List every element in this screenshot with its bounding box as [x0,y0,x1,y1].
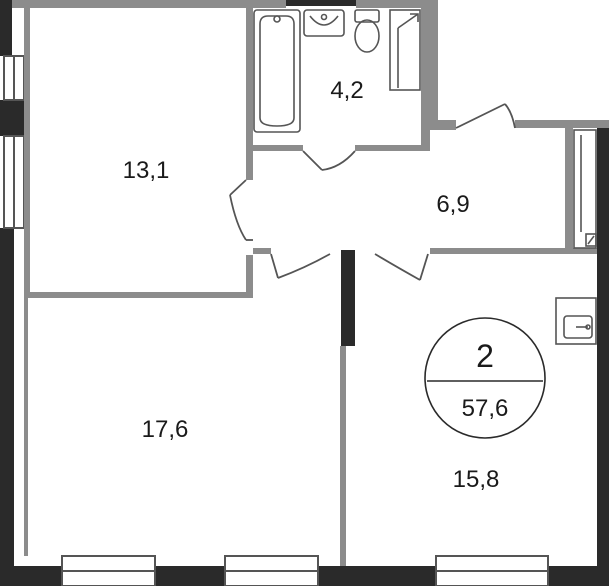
window-icon [3,55,549,586]
wall-right [597,120,609,586]
wall-bath-bottom-r [355,145,430,151]
partition-walls [12,0,609,566]
wall-left-lower [0,228,14,586]
wall-room1-right-low [246,255,253,298]
kitchen-sink-icon [555,297,597,345]
wall-left-mid [0,100,24,136]
sink-icon [303,9,345,37]
toilet-icon [354,9,380,53]
apartment-summary-badge: 2 57,6 [424,317,546,439]
room-1-area: 13,1 [123,157,170,184]
wall-hall-right [565,128,573,250]
top-wall-right [356,0,438,8]
top-wall [12,0,286,8]
wall-top-mid [286,0,356,6]
wall-bottom-mid-b [318,566,436,586]
wall-room1-right [246,8,253,180]
room-2-area: 17,6 [142,416,189,443]
wall-bath-right [421,8,430,151]
wall-left-upper [0,0,12,56]
wall-room2-left-line [24,298,28,556]
wall-bottom-left [0,566,62,586]
total-area: 57,6 [462,395,509,422]
wall-niche-right [430,8,438,120]
wardrobe-icon [389,9,421,91]
closet-hall-icon [573,129,597,249]
wall-room1-left [24,8,30,298]
wall-hall-bottom-l [253,248,271,254]
structural-column [341,250,355,346]
wall-bottom-mid-a [155,566,225,586]
hallway-area: 6,9 [436,191,469,218]
kitchen-area: 15,8 [453,466,500,493]
wall-hall-top [515,120,609,128]
wall-niche-bottom [421,120,456,130]
wall-room1-bottom [24,292,253,298]
room-count: 2 [476,338,494,374]
wall-hall-bottom-r [430,248,597,254]
wall-room2-kitchen [340,346,346,566]
door-swing-icon [229,103,516,281]
wall-bottom-right [548,566,609,586]
bathroom-area: 4,2 [330,77,363,104]
bathtub-icon [253,9,301,133]
wall-bath-bottom [253,145,303,151]
